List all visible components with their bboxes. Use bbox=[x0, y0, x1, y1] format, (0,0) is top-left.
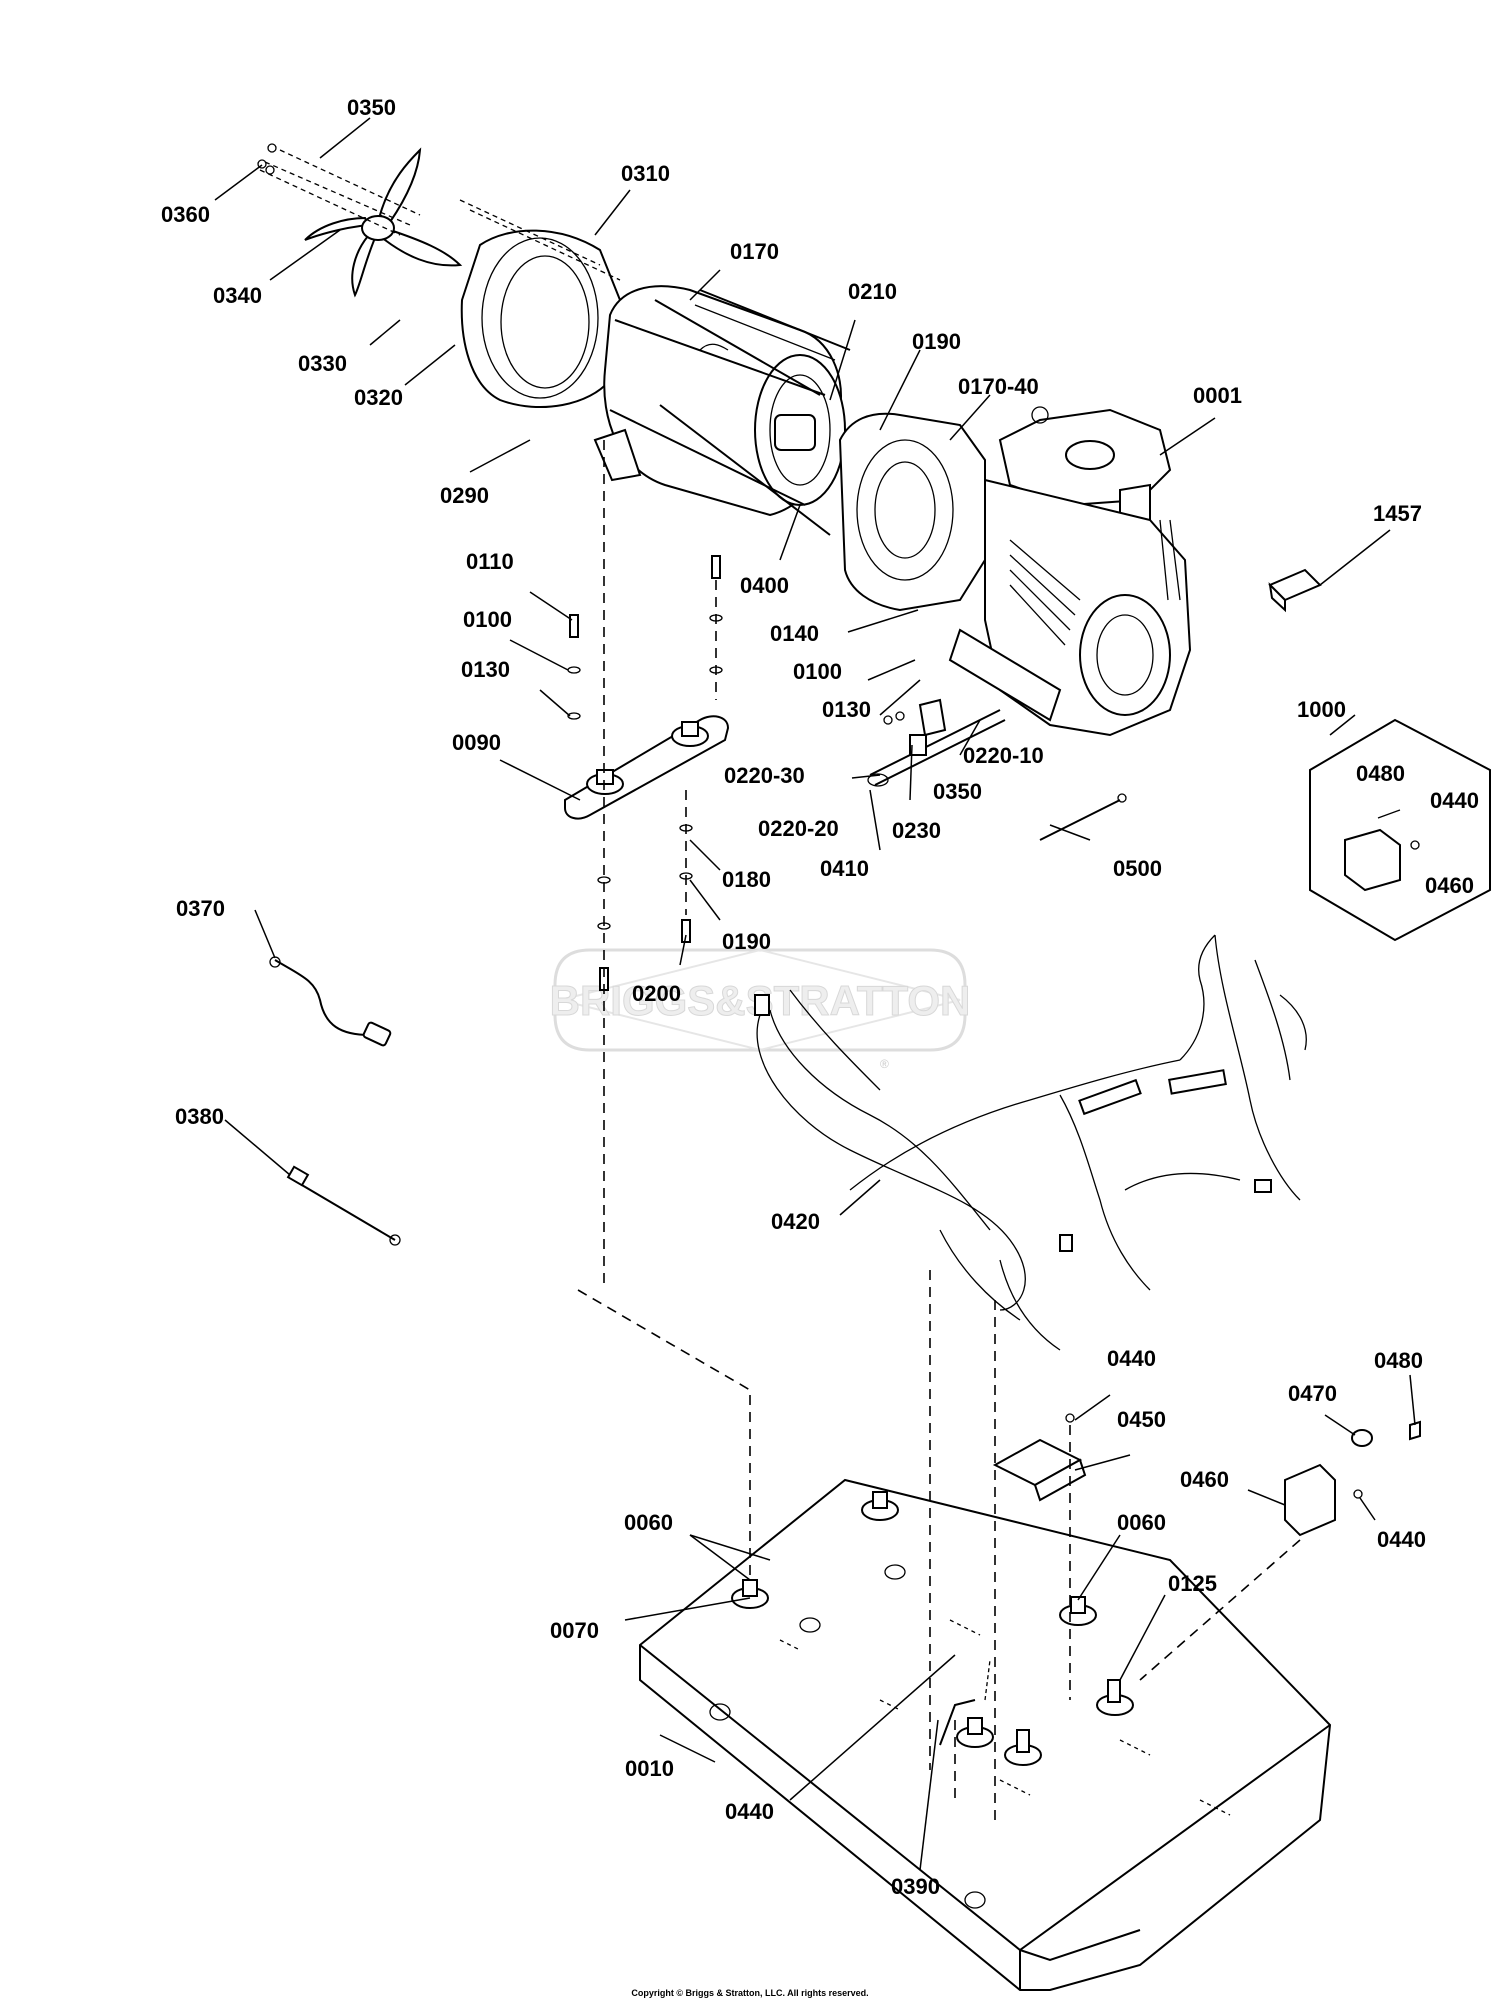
mount-fasteners bbox=[567, 440, 723, 1290]
callout-0070: 0070 bbox=[550, 1618, 599, 1643]
through-bolts bbox=[654, 289, 851, 536]
callout-0180: 0180 bbox=[722, 867, 771, 892]
callout-0440-bottom: 0440 bbox=[725, 1799, 774, 1824]
alternator bbox=[593, 285, 846, 517]
fan-shroud bbox=[459, 199, 622, 409]
callout-0220-30: 0220-30 bbox=[724, 763, 805, 788]
cable-tie bbox=[1039, 793, 1127, 841]
callout-0440-top: 0440 bbox=[1107, 1346, 1156, 1371]
callout-0220-20: 0220-20 bbox=[758, 816, 839, 841]
isolator-mounts bbox=[731, 1491, 1134, 1766]
routing-lines bbox=[577, 1270, 996, 1820]
callout-0390: 0390 bbox=[891, 1874, 940, 1899]
callout-0440-right: 0440 bbox=[1377, 1527, 1426, 1552]
callout-1457: 1457 bbox=[1373, 501, 1422, 526]
callout-0410: 0410 bbox=[820, 856, 869, 881]
callout-0125: 0125 bbox=[1168, 1571, 1217, 1596]
callout-0290: 0290 bbox=[440, 483, 489, 508]
callout-0440-inset: 0440 bbox=[1430, 788, 1479, 813]
rod-0380 bbox=[286, 1165, 401, 1246]
callout-0130-right: 0130 bbox=[822, 697, 871, 722]
callout-0470: 0470 bbox=[1288, 1381, 1337, 1406]
engine bbox=[838, 406, 1192, 737]
fan-assembly bbox=[257, 143, 463, 298]
callout-0320: 0320 bbox=[354, 385, 403, 410]
callout-0001: 0001 bbox=[1193, 383, 1242, 408]
callout-0230: 0230 bbox=[892, 818, 941, 843]
callout-0360: 0360 bbox=[161, 202, 210, 227]
callout-0460: 0460 bbox=[1180, 1467, 1229, 1492]
callout-0340: 0340 bbox=[213, 283, 262, 308]
callout-1000: 1000 bbox=[1297, 697, 1346, 722]
stud-assembly bbox=[867, 698, 1006, 787]
callout-0130-left: 0130 bbox=[461, 657, 510, 682]
callout-0060-right: 0060 bbox=[1117, 1510, 1166, 1535]
callout-0010: 0010 bbox=[625, 1756, 674, 1781]
callout-0480-inset: 0480 bbox=[1356, 761, 1405, 786]
callout-0370: 0370 bbox=[176, 896, 225, 921]
callout-0140: 0140 bbox=[770, 621, 819, 646]
callout-0170-40: 0170-40 bbox=[958, 374, 1039, 399]
callout-0100-left: 0100 bbox=[463, 607, 512, 632]
bracket-0460 bbox=[1139, 1420, 1421, 1681]
callout-0310: 0310 bbox=[621, 161, 670, 186]
callout-0100-right: 0100 bbox=[793, 659, 842, 684]
kit-1000-inset bbox=[1309, 718, 1491, 942]
callout-0110: 0110 bbox=[466, 549, 514, 574]
bracket-0450 bbox=[992, 1413, 1087, 1700]
callout-0420: 0420 bbox=[771, 1209, 820, 1234]
callout-0500: 0500 bbox=[1113, 856, 1162, 881]
callout-0090: 0090 bbox=[452, 730, 501, 755]
callout-0460-inset: 0460 bbox=[1425, 873, 1474, 898]
leader-lines bbox=[214, 117, 1416, 1871]
callout-0350: 0350 bbox=[347, 95, 396, 120]
callout-0190-bottom: 0190 bbox=[722, 929, 771, 954]
callout-0190-top: 0190 bbox=[912, 329, 961, 354]
callout-0210: 0210 bbox=[848, 279, 897, 304]
copyright-footer: Copyright © Briggs & Stratton, LLC. All … bbox=[631, 1988, 869, 1998]
callout-0350-mid: 0350 bbox=[933, 779, 982, 804]
callout-0380: 0380 bbox=[175, 1104, 224, 1129]
mount-bracket bbox=[564, 715, 730, 820]
sensor-cable bbox=[269, 956, 392, 1047]
callout-0450: 0450 bbox=[1117, 1407, 1166, 1432]
callout-0220-10: 0220-10 bbox=[963, 743, 1044, 768]
callout-0200: 0200 bbox=[632, 981, 681, 1006]
bracket-1457 bbox=[1268, 568, 1322, 613]
watermark-registered-mark: ® bbox=[880, 1057, 889, 1071]
callout-0330: 0330 bbox=[298, 351, 347, 376]
callout-0170: 0170 bbox=[730, 239, 779, 264]
callout-0400: 0400 bbox=[740, 573, 789, 598]
wiring-harness bbox=[754, 934, 1307, 1351]
callout-labels: 0350 0310 0360 0340 0170 0210 0190 0170-… bbox=[161, 95, 1479, 1899]
callout-0480: 0480 bbox=[1374, 1348, 1423, 1373]
callout-0060-left: 0060 bbox=[624, 1510, 673, 1535]
